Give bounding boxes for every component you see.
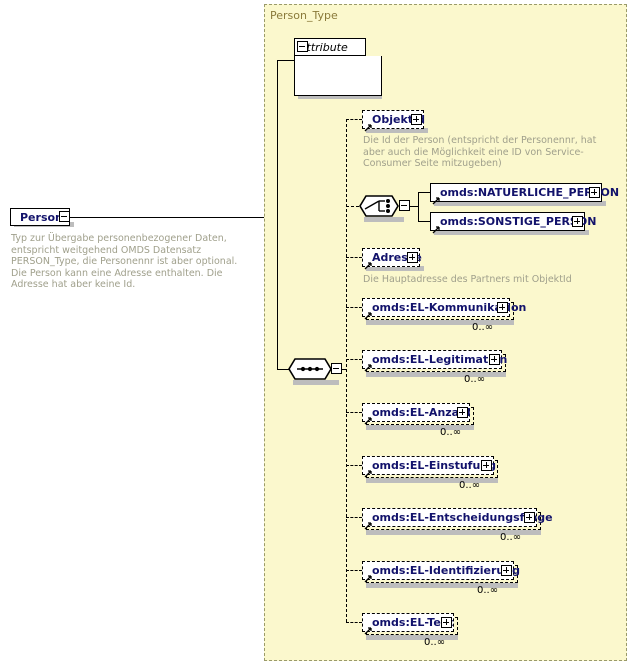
element-adresse[interactable]: Adresse [362,248,422,267]
choice-node-shadow [364,217,404,222]
element-el-einstufung-label: omds:EL-Einstufung [372,459,497,472]
el-text-cardinality: 0..∞ [424,637,446,648]
person-collapse-icon[interactable] [59,211,70,222]
element-objektid-label: ObjektId [372,113,425,126]
el-entscheidungsfrage-cardinality: 0..∞ [500,532,522,543]
el-einstufung-cardinality: 0..∞ [459,480,481,491]
connector-spine-to-attribute [277,60,295,61]
element-natuerliche-person[interactable]: omds:NATUERLICHE_PERSON [430,183,619,202]
natuerliche-person-shadow [434,201,606,206]
connector-choice-to-natuerliche [418,192,430,193]
element-el-legitimation[interactable]: omds:EL-Legitimation [362,350,507,369]
element-el-text-label: omds:EL-Text [372,616,454,629]
attribute-group-label: Attribute [299,40,348,54]
connector-to-el-kommunikation [346,307,362,308]
el-entscheidungsfrage-expand-icon[interactable] [524,512,535,523]
choice-collapse-icon[interactable] [399,200,410,211]
person-type-title: Person_Type [270,9,338,22]
sequence-collapse-icon[interactable] [331,363,342,374]
el-legitimation-shadow [366,372,506,377]
el-anzahl-cardinality: 0..∞ [440,427,462,438]
objektid-shadow [366,128,428,133]
element-el-entscheidungsfrage[interactable]: omds:EL-Entscheidungsfrage [362,508,553,527]
connector-spine-to-sequence [277,369,289,370]
connector-to-objektid [346,119,362,120]
natuerliche-person-expand-icon[interactable] [589,187,600,198]
objektid-expand-icon[interactable] [411,114,422,125]
element-el-entscheidungsfrage-label: omds:EL-Entscheidungsfrage [372,511,553,524]
element-adresse-label: Adresse [372,251,422,264]
attribute-group-body [294,56,382,96]
element-el-kommunikation-label: omds:EL-Kommunikation [372,301,527,314]
connector-to-el-einstufung [346,465,362,466]
sonstige-person-expand-icon[interactable] [572,216,583,227]
el-einstufung-expand-icon[interactable] [481,460,492,471]
sequence-compositor-icon[interactable] [288,358,332,380]
element-sonstige-person-label: omds:SONSTIGE_PERSON [440,215,597,228]
el-identifizierung-shadow [366,583,518,588]
sequence-node-shadow [293,380,339,385]
sonstige-person-shadow [434,230,589,235]
el-identifizierung-cardinality: 0..∞ [477,585,499,596]
attribute-group-collapse-icon[interactable] [297,41,308,52]
el-anzahl-expand-icon[interactable] [457,407,468,418]
adresse-annotation: Die Hauptadresse des Partners mit Objekt… [363,274,572,285]
element-el-anzahl[interactable]: omds:EL-Anzahl [362,403,471,422]
connector-spine-vertical [277,60,278,370]
el-legitimation-expand-icon[interactable] [489,354,500,365]
connector-choice-to-sonstige [418,221,430,222]
element-sonstige-person[interactable]: omds:SONSTIGE_PERSON [430,212,596,231]
el-text-shadow [366,635,458,640]
connector-sequence-out [342,369,346,370]
el-identifizierung-expand-icon[interactable] [501,565,512,576]
root-element-person-label: Person [20,210,63,224]
element-objektid[interactable]: ObjektId [362,110,425,129]
connector-choice-branch-vertical [418,192,419,221]
connector-to-el-legitimation [346,359,362,360]
adresse-shadow [366,266,424,271]
el-kommunikation-shadow [366,320,514,325]
connector-to-el-identifizierung [346,570,362,571]
el-anzahl-shadow [366,425,474,430]
connector-to-el-text [346,622,362,623]
el-legitimation-cardinality: 0..∞ [464,374,486,385]
choice-compositor-icon[interactable] [359,195,399,217]
connector-to-el-anzahl [346,412,362,413]
el-einstufung-shadow [366,478,498,483]
connector-children-trunk [346,119,347,622]
element-el-text[interactable]: omds:EL-Text [362,613,454,632]
element-el-legitimation-label: omds:EL-Legitimation [372,353,508,366]
el-entscheidungsfrage-shadow [366,530,541,535]
el-text-expand-icon[interactable] [441,617,452,628]
element-el-einstufung[interactable]: omds:EL-Einstufung [362,456,496,475]
element-el-identifizierung-label: omds:EL-Identifizierung [372,564,520,577]
connector-person-to-type [70,217,264,218]
person-annotation: Typ zur Übergabe personenbezogener Daten… [11,233,238,290]
connector-to-adresse [346,257,362,258]
el-kommunikation-cardinality: 0..∞ [472,322,494,333]
connector-choice-out [410,206,418,207]
element-el-identifizierung[interactable]: omds:EL-Identifizierung [362,561,520,580]
connector-to-el-entscheidungsfrage [346,517,362,518]
element-el-kommunikation[interactable]: omds:EL-Kommunikation [362,298,526,317]
attribute-group-header[interactable]: Attribute [294,38,366,56]
objektid-annotation: Die Id der Person (entspricht der Person… [363,135,597,169]
element-el-anzahl-label: omds:EL-Anzahl [372,406,471,419]
element-natuerliche-person-label: omds:NATUERLICHE_PERSON [440,186,620,199]
connector-to-choice [346,206,359,207]
attribute-group-shadow [298,94,382,99]
el-kommunikation-expand-icon[interactable] [497,302,508,313]
person-type-container [264,4,627,661]
adresse-expand-icon[interactable] [407,252,418,263]
